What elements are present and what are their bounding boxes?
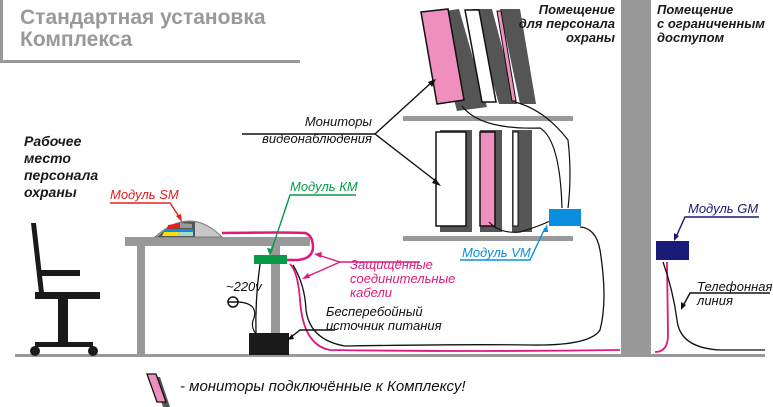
ups-label-line: Бесперебойный [326,304,423,319]
monitor-connected [479,131,496,227]
module-vm-device [549,209,581,226]
phone-line-label-line: Телефонная [697,279,773,294]
workplace-line: персонала [24,167,99,183]
module-sm-device [153,220,224,238]
monitors-label-line: видеонаблюдения [262,131,372,146]
chair-icon [30,223,100,356]
security-room-line: Помещение [538,2,615,17]
restricted-room-line: Помещение [657,2,734,17]
workplace-label: Рабочее место персонала охраны [24,133,98,201]
shelf-lower [403,236,573,241]
cables-label-line: кабели [350,285,393,300]
power-label: ~220v [226,279,262,294]
title-line-2: Комплекса [20,28,133,51]
ups-label: Бесперебойный источник питания [326,305,442,333]
title-line-1: Стандартная установка [20,6,266,29]
phone-line-label-line: линия [697,293,733,308]
arrowheads [176,79,686,340]
page-title: Стандартная установка Комплекса [20,7,266,51]
cables-label-line: Защищённые [350,257,433,272]
power-plug-icon [227,296,257,335]
module-gm-label: Модуль GM [688,201,759,216]
workplace-line: Рабочее [24,133,82,149]
legend-monitor-icon [146,373,170,407]
legend-text: - мониторы подключённые к Комплексу! [180,378,466,395]
ups-label-line: источник питания [326,318,442,333]
monitor-connected [420,8,465,105]
cables [221,101,765,353]
annotation-leaders [110,81,770,339]
security-room-line: для персонала [518,16,615,31]
monitor-connected [496,10,517,102]
title-frame-left [0,0,3,62]
module-km-device [254,255,287,264]
workplace-line: место [24,150,71,166]
title-frame-bottom [0,60,300,63]
desk [125,237,310,354]
security-room-line: охраны [566,30,615,45]
floor-line [15,354,765,357]
module-gm-device [656,241,689,260]
monitors-upper-row [420,8,536,111]
security-room-label: Помещение для персонала охраны [512,3,615,45]
module-vm-label: Модуль VM [462,245,531,260]
monitor-disconnected [464,9,497,103]
restricted-room-label: Помещение с ограниченным доступом [657,3,765,45]
module-sm-label: Модуль SM [110,187,179,202]
monitor-shadow [500,9,536,104]
monitors-lower-row [435,130,532,232]
monitors-label-line: Мониторы [304,114,372,129]
module-km-label: Модуль КМ [290,179,358,194]
cables-label: Защищённые соединительные кабели [350,258,455,300]
workplace-line: охраны [24,184,77,200]
ups-device [249,333,289,355]
cables-label-line: соединительные [350,271,456,286]
restricted-room-line: доступом [657,30,725,45]
monitors-label: Мониторы видеонаблюдения [244,113,372,147]
shelf-upper [403,116,573,121]
monitor-disconnected [512,131,519,227]
monitor-disconnected [435,131,467,227]
phone-line-label: Телефонная линия [697,280,772,308]
restricted-room-line: с ограниченным [657,16,765,31]
wall [621,0,651,356]
